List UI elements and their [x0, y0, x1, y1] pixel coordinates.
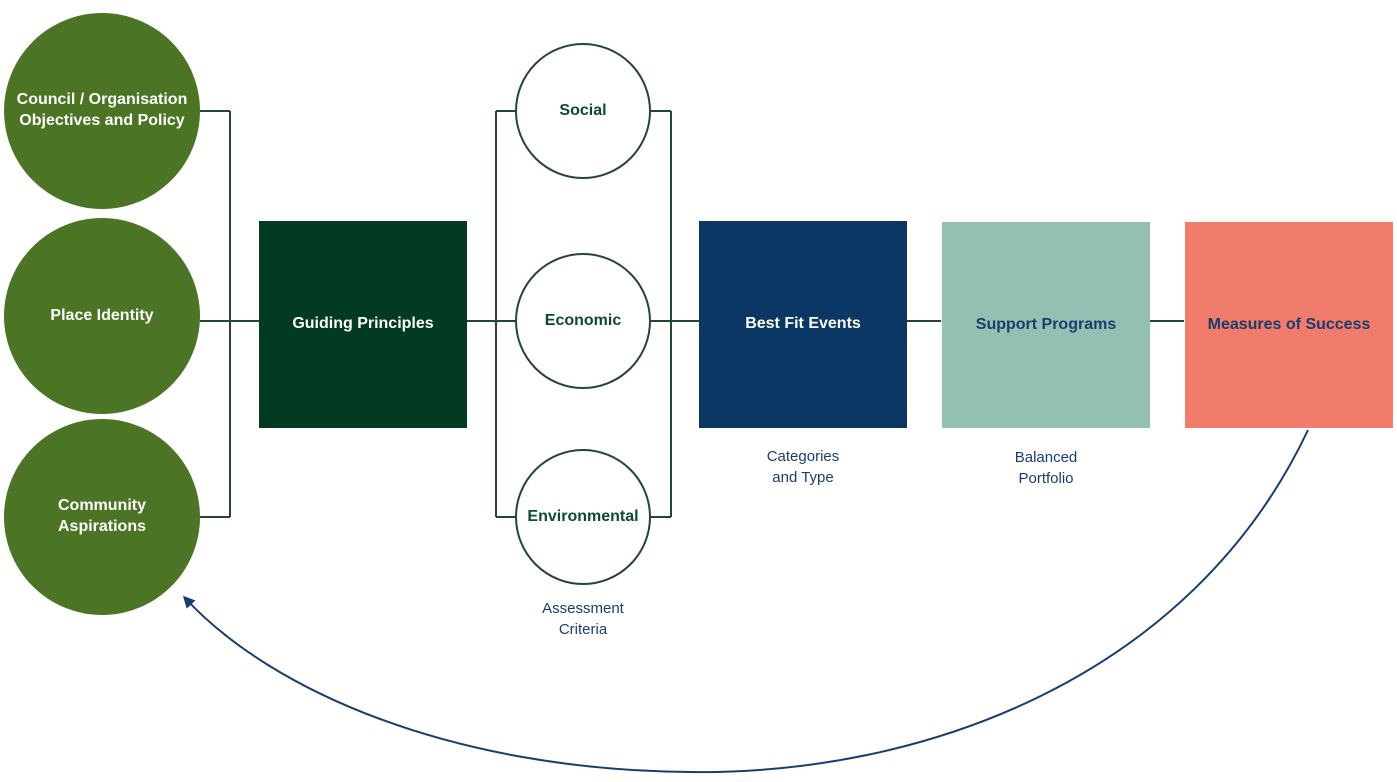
best-fit-events-label: Best Fit Events	[745, 315, 861, 333]
feedback-arrow	[182, 429, 1309, 774]
input-circle-objectives	[4, 13, 200, 209]
input-connectors	[200, 110, 259, 518]
support-programs-box	[942, 222, 1150, 428]
input-circle-aspirations	[4, 419, 200, 615]
best-fit-events-caption: Categories and Type	[766, 448, 840, 486]
criteria-caption: Assessment Criteria	[542, 600, 624, 638]
guiding-principles-box	[259, 221, 467, 428]
criteria-circle-economic	[515, 253, 651, 389]
input-label-objectives: Council / Organisation Objectives and Po…	[16, 91, 188, 129]
best-fit-events-box	[699, 221, 907, 428]
criteria-circle-social	[515, 43, 651, 179]
input-label-place-identity: Place Identity	[50, 306, 154, 324]
measures-of-success-label: Measures of Success	[1207, 315, 1371, 333]
guiding-principles-label: Guiding Principles	[292, 315, 434, 333]
support-programs-label: Support Programs	[975, 315, 1117, 333]
support-programs-caption: Balanced Portfolio	[1014, 449, 1078, 487]
criteria-circle-environmental	[515, 449, 651, 585]
input-label-aspirations: Community Aspirations	[57, 497, 146, 535]
criteria-label-environmental: Environmental	[527, 507, 639, 525]
criteria-label-economic: Economic	[544, 311, 622, 329]
criteria-connectors	[467, 110, 699, 518]
criteria-label-social: Social	[559, 101, 607, 119]
measures-of-success-box	[1185, 222, 1393, 428]
input-circle-place-identity	[4, 218, 200, 414]
